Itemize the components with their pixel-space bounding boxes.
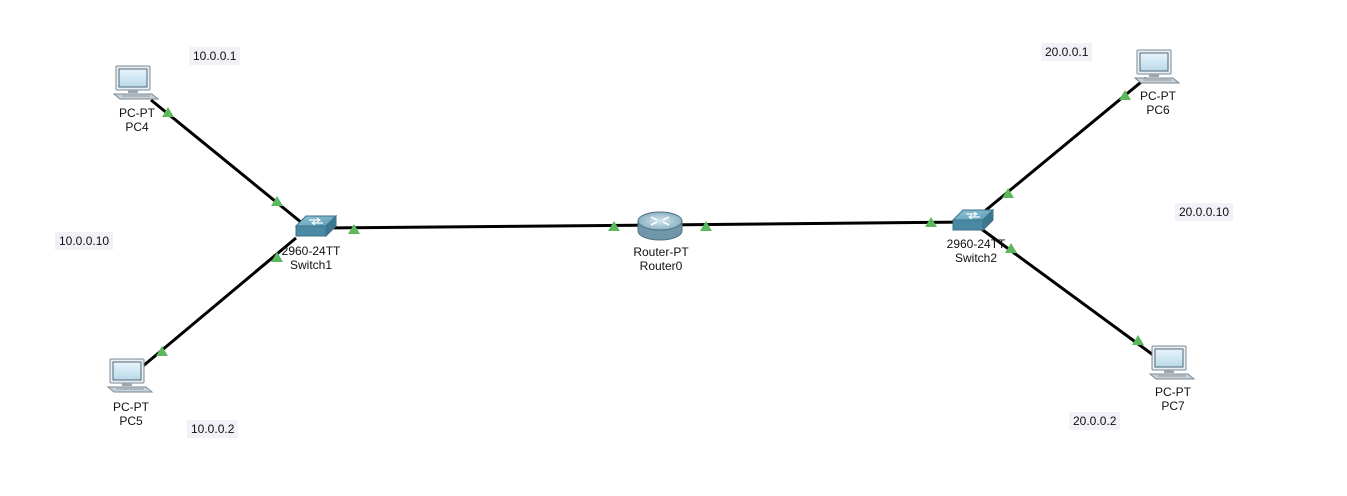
router0-label: Router-PT Router0 [633, 245, 688, 273]
pc-icon [1134, 49, 1180, 84]
pc-icon [1149, 345, 1195, 380]
pc7-model: PC-PT [1155, 385, 1191, 399]
pc4-name: PC4 [125, 120, 149, 134]
pc4-model: PC-PT [119, 106, 155, 120]
pc7-label: PC-PT PC7 [1155, 385, 1191, 413]
switch1-model: 2960-24TT [281, 244, 341, 258]
note-pc6-ip[interactable]: 20.0.0.1 [1041, 43, 1093, 61]
router0-name: Router0 [639, 259, 683, 273]
pc7-name: PC7 [1161, 399, 1185, 413]
pc4-device[interactable] [113, 65, 159, 100]
switch2-name: Switch2 [954, 251, 998, 265]
note-switch1-ip[interactable]: 10.0.0.10 [55, 232, 114, 250]
link-router0-switch2[interactable] [658, 220, 973, 227]
note-pc4-ip[interactable]: 10.0.0.1 [189, 47, 241, 65]
link-switch2-pc7[interactable] [979, 226, 1161, 362]
router0-model: Router-PT [633, 245, 689, 259]
link-pc5-switch1[interactable] [142, 236, 297, 368]
note-pc7-ip[interactable]: 20.0.0.2 [1069, 412, 1121, 430]
switch2-device[interactable] [952, 209, 994, 231]
switch-icon [952, 209, 994, 231]
note-pc5-ip[interactable]: 10.0.0.2 [187, 420, 239, 438]
router-icon [637, 211, 683, 241]
switch-icon [295, 215, 337, 237]
pc-icon [113, 65, 159, 100]
switch2-model: 2960-24TT [946, 237, 1006, 251]
switch1-device[interactable] [295, 215, 337, 237]
pc6-device[interactable] [1134, 49, 1180, 84]
pc5-label: PC-PT PC5 [113, 400, 149, 428]
pc5-model: PC-PT [113, 400, 149, 414]
switch1-label: 2960-24TT Switch1 [282, 244, 341, 272]
note-switch2-ip[interactable]: 20.0.0.10 [1175, 203, 1234, 221]
pc4-label: PC-PT PC4 [119, 106, 155, 134]
pc6-model: PC-PT [1140, 89, 1176, 103]
pc6-name: PC6 [1146, 103, 1170, 117]
switch1-name: Switch1 [289, 258, 333, 272]
router0-device[interactable] [637, 211, 683, 241]
switch2-label: 2960-24TT Switch2 [947, 237, 1006, 265]
pc7-device[interactable] [1149, 345, 1195, 380]
pc6-label: PC-PT PC6 [1140, 89, 1176, 117]
link-switch1-router0[interactable] [319, 223, 660, 230]
pc5-name: PC5 [119, 414, 143, 428]
